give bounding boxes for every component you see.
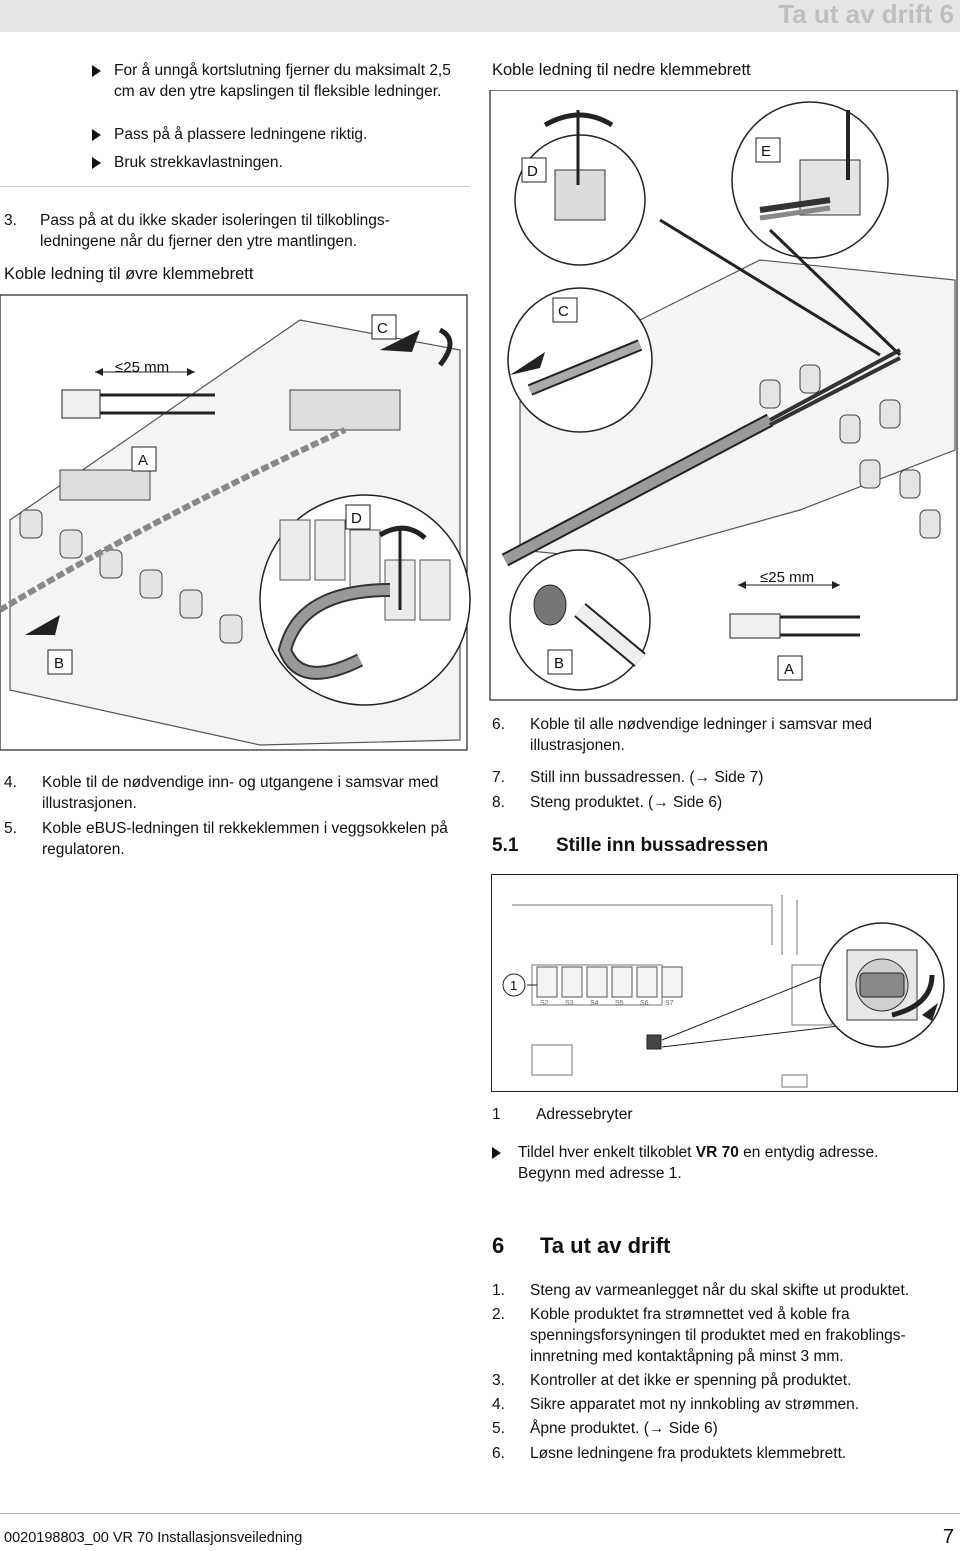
legend-number: 1 [492, 1106, 501, 1123]
wiring-illustration: D E C C A D B B A ≤25 mm ≤25 mm [0, 89, 958, 751]
callout-E: E [761, 143, 771, 160]
footer-doc-id: 0020198803_00 VR 70 Installasjonsveiledn… [4, 1530, 303, 1546]
section-title: Stille inn bussadressen [556, 835, 769, 856]
footer-divider [0, 1513, 960, 1514]
bullet-arrow-icon [92, 129, 101, 141]
divider [0, 186, 470, 187]
callout-C-left: C [377, 320, 388, 337]
legend-text: Adressebryter [536, 1106, 633, 1123]
figure-callout-1: 1 [510, 978, 517, 993]
bullet-arrow-icon [492, 1147, 501, 1159]
switch-label-S3: S3 [565, 1000, 574, 1007]
address-switch-figure: S2 S3 S4 S5 S6 S7 1 [491, 874, 958, 1092]
upper-terminal-heading: Koble ledning til øvre klemmebrett [4, 265, 254, 283]
callout-D-left: D [351, 510, 362, 527]
callout-C-right: C [558, 303, 569, 320]
switch-label-S7: S7 [665, 1000, 674, 1007]
address-switch-illustration: S2 S3 S4 S5 S6 S7 1 [502, 895, 945, 1088]
bullet-arrow-icon [92, 157, 101, 169]
strip-length-right: ≤25 mm [760, 569, 814, 586]
lower-terminal-heading: Koble ledning til nedre klemmebrett [492, 61, 751, 79]
page-header-title: Ta ut av drift 6 [778, 0, 954, 29]
address-switch[interactable] [646, 1034, 662, 1050]
switch-label-S4: S4 [590, 1000, 599, 1007]
header-bar [0, 0, 960, 32]
wiring-figure: D E C C A D B B A ≤25 mm ≤25 mm [0, 89, 960, 752]
callout-A-right: A [784, 661, 794, 678]
switch-label-S5: S5 [615, 1000, 624, 1007]
section-number: 5.1 [492, 835, 519, 856]
callout-B-right: B [554, 655, 564, 672]
bullet-arrow-icon [92, 65, 101, 77]
chapter-number: 6 [492, 1233, 505, 1258]
chapter-title: Ta ut av drift [540, 1233, 671, 1258]
page-number: 7 [942, 1526, 954, 1548]
strip-length-left: ≤25 mm [115, 359, 169, 376]
callout-D-top: D [527, 163, 538, 180]
callout-B-left: B [54, 655, 64, 672]
callout-A-left: A [138, 452, 148, 469]
switch-label-S6: S6 [640, 1000, 649, 1007]
switch-label-S2: S2 [540, 1000, 549, 1007]
